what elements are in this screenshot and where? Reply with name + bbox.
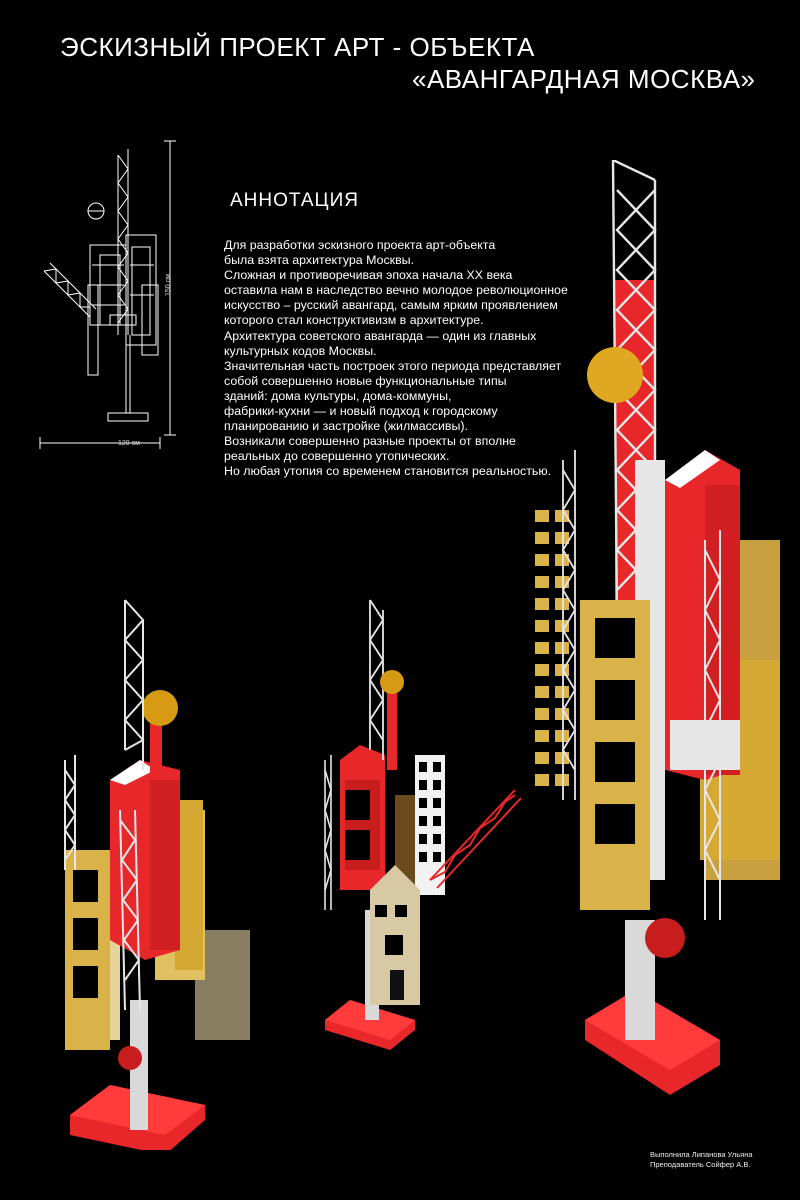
credits: Выполнила Липанова Ульяна Преподаватель … xyxy=(650,1150,753,1170)
annotation-line: зданий: дома культуры, дома-коммуны, xyxy=(224,388,452,403)
annotation-line: Возникали совершенно разные проекты от в… xyxy=(224,434,516,449)
model-render-right xyxy=(535,160,780,1095)
author-credit: Выполнила Липанова Ульяна xyxy=(650,1150,753,1159)
model-render-middle xyxy=(324,599,522,1050)
teacher-credit: Преподаватель Сойфер А.В. xyxy=(650,1160,751,1169)
annotation-heading: АННОТАЦИЯ xyxy=(230,190,359,211)
annotation-line: которого стал конструктивизм в архитекту… xyxy=(224,313,484,328)
annotation-line: Но любая утопия со временем становится р… xyxy=(224,464,552,479)
annotation-text: Для разработки эскизного проекта арт-объ… xyxy=(224,238,604,480)
annotation-line: Архитектура советского авангарда — один … xyxy=(224,328,537,343)
annotation-line: была взята архитектура Москвы. xyxy=(224,253,415,268)
annotation-line: оставила нам в наследство вечно молодое … xyxy=(224,283,568,298)
annotation-line: искусство – русский авангард, самым ярки… xyxy=(224,298,558,313)
annotation-line: Значительная часть построек этого период… xyxy=(224,358,562,373)
technical-drawing xyxy=(39,140,176,449)
height-dimension-label: 150 см xyxy=(165,274,172,296)
model-render-left xyxy=(63,599,250,1150)
annotation-line: реальных до совершенно утопических. xyxy=(224,449,450,464)
title-line-2: «АВАНГАРДНАЯ МОСКВА» xyxy=(412,64,756,94)
annotation-line: Для разработки эскизного проекта арт-объ… xyxy=(224,238,496,252)
annotation-line: планированию и застройке (жилмассивы). xyxy=(224,419,468,434)
width-dimension-label: 120 см xyxy=(118,440,140,447)
title-line-1: ЭСКИЗНЫЙ ПРОЕКТ АРТ - ОБЪЕКТА xyxy=(60,32,535,62)
annotation-line: Сложная и противоречивая эпоха начала ХХ… xyxy=(224,268,513,283)
annotation-line: фабрики-кухни — и новый подход к городск… xyxy=(224,404,498,419)
annotation-line: культурных кодов Москвы. xyxy=(224,343,377,358)
annotation-line: собой совершенно новые функциональные ти… xyxy=(224,373,507,388)
